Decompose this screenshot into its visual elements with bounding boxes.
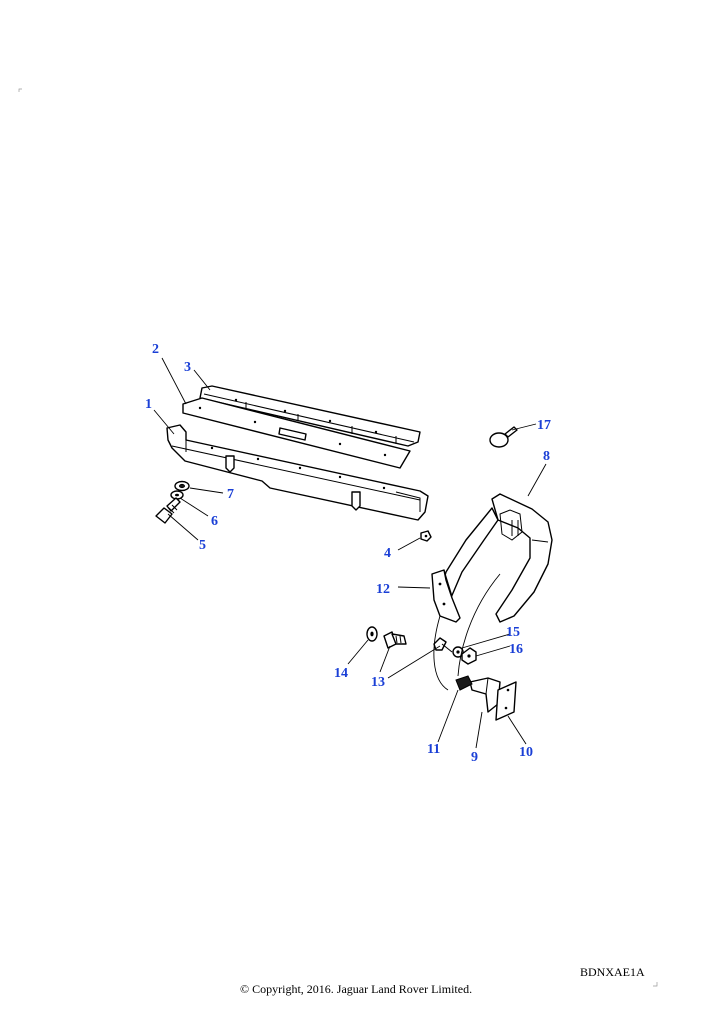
leader-lines xyxy=(153,357,547,749)
part-15-washer xyxy=(452,646,464,658)
part-12-bracket xyxy=(431,569,461,623)
diagram-reference-code: BDNXAE1A xyxy=(580,965,645,979)
callout-8: 8 xyxy=(543,449,550,464)
callout-13: 13 xyxy=(371,675,385,690)
callout-12: 12 xyxy=(376,582,390,597)
callout-7: 7 xyxy=(227,487,234,502)
part-11-clip xyxy=(455,675,473,691)
part-5-bolt xyxy=(155,497,181,524)
callout-14: 14 xyxy=(334,666,348,681)
callout-4: 4 xyxy=(384,546,391,561)
callout-15: 15 xyxy=(506,625,520,640)
part-2-plate xyxy=(182,397,411,469)
callout-3: 3 xyxy=(184,360,191,375)
callout-1: 1 xyxy=(145,397,152,412)
callout-2: 2 xyxy=(152,342,159,357)
part-7-washer xyxy=(174,480,190,492)
part-13-bolt-second xyxy=(433,637,453,653)
part-14-washer xyxy=(366,626,378,642)
part-13-bolt xyxy=(383,631,407,649)
assembly-arc-right xyxy=(457,573,501,677)
part-9-bracket xyxy=(469,677,501,713)
part-4-nut xyxy=(420,530,432,542)
part-6-washer xyxy=(170,490,184,500)
callout-16: 16 xyxy=(509,642,523,657)
part-8-housing xyxy=(437,493,553,623)
callout-11: 11 xyxy=(427,742,440,757)
callout-5: 5 xyxy=(199,538,206,553)
copyright-notice: © Copyright, 2016. Jaguar Land Rover Lim… xyxy=(240,982,472,996)
callout-6: 6 xyxy=(211,514,218,529)
part-10-plate xyxy=(495,681,517,721)
assembly-arc-left xyxy=(433,615,449,691)
callout-10: 10 xyxy=(519,745,533,760)
callout-9: 9 xyxy=(471,750,478,765)
part-1-rail xyxy=(166,424,429,521)
callout-17: 17 xyxy=(537,418,551,433)
corner-mark-top-left xyxy=(18,88,22,92)
corner-mark-bottom-right xyxy=(653,982,658,987)
part-16-nut xyxy=(461,647,477,665)
